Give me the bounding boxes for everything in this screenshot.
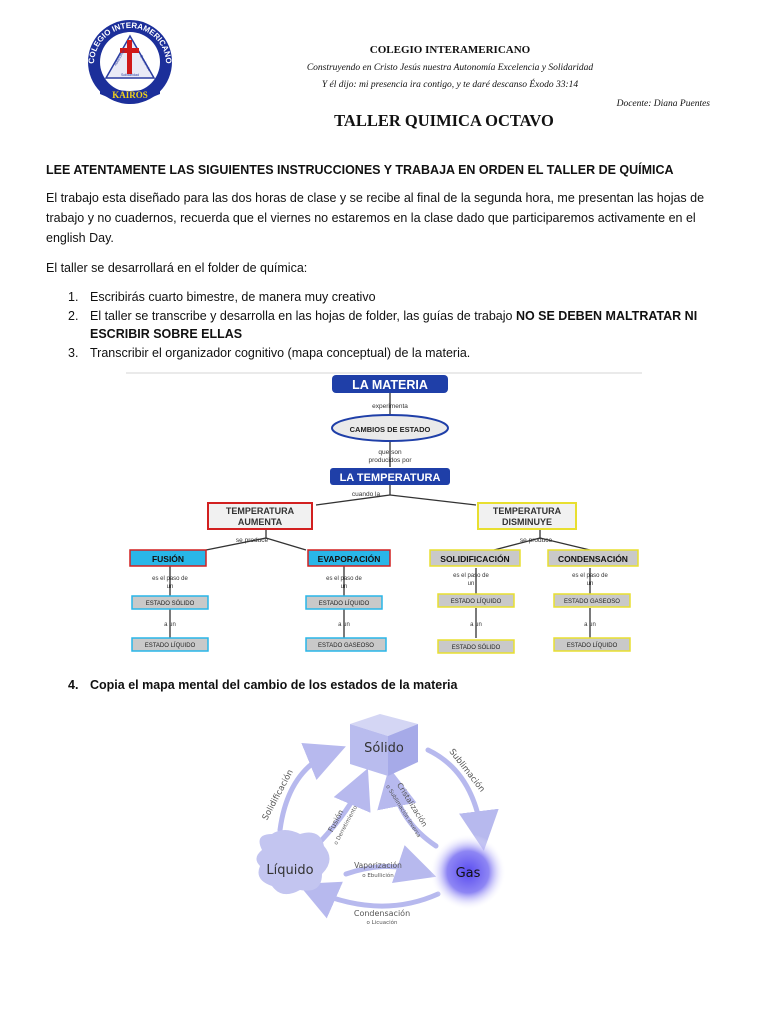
link-se-produce-left: se produce <box>236 537 269 544</box>
node-temperatura-disminuye-line2: DISMINUYE <box>502 517 552 527</box>
node-estado-solido: ESTADO SÓLIDO <box>146 600 195 607</box>
node-fusion: FUSIÓN <box>152 553 184 564</box>
link-un: un <box>167 584 174 590</box>
instructions-list: 1. Escribirás cuarto bimestre, de manera… <box>68 288 718 362</box>
school-logo: COLEGIO INTERAMERICANO Autonomía Excelen… <box>87 20 173 104</box>
instructions-heading: LEE ATENTAMENTE LAS SIGUIENTES INSTRUCCI… <box>46 163 674 177</box>
list-item-warning: NO SE DEBEN MALTRATAR NI ESCRIBIR SOBRE … <box>90 308 698 342</box>
node-estado-liquido: ESTADO LÍQUIDO <box>319 600 370 607</box>
logo-banner-text: KAIROS <box>112 90 148 100</box>
process-vaporizacion: Vaporización <box>354 861 402 870</box>
school-verse: Y él dijo: mi presencia ira contigo, y t… <box>321 80 579 90</box>
paragraph-work-description: El trabajo esta diseñado para las dos ho… <box>46 191 705 245</box>
list-item: 2. El taller se transcribe y desarrolla … <box>68 307 718 344</box>
node-estado-liquido: ESTADO LÍQUIDO <box>567 642 618 649</box>
node-la-materia: LA MATERIA <box>352 378 428 392</box>
link-experimenta: experimenta <box>372 403 408 410</box>
state-solid-label: Sólido <box>364 741 404 756</box>
node-cambios-de-estado: CAMBIOS DE ESTADO <box>350 425 431 434</box>
node-estado-solido: ESTADO SÓLIDO <box>452 644 501 651</box>
teacher-name: Docente: Diana Puentes <box>616 99 710 109</box>
node-temperatura-aumenta-line1: TEMPERATURA <box>226 506 295 516</box>
node-estado-gaseoso: ESTADO GASEOSO <box>318 643 374 649</box>
process-vaporizacion-sub: o Ebullición <box>362 872 394 879</box>
link-a-un: a un <box>338 622 350 628</box>
link-se-produce-right: se produce <box>520 537 553 544</box>
link-paso-de: es el paso de <box>453 573 489 579</box>
instructions-list-continued: 4. Copia el mapa mental del cambio de lo… <box>68 676 718 695</box>
process-condensacion-sub: o Licuación <box>367 919 399 926</box>
list-item-text: Copia el mapa mental del cambio de los e… <box>90 678 458 692</box>
list-item: 1. Escribirás cuarto bimestre, de manera… <box>68 288 718 307</box>
state-gas-label: Gas <box>456 866 481 881</box>
node-estado-liquido: ESTADO LÍQUIDO <box>451 598 502 605</box>
node-estado-liquido: ESTADO LÍQUIDO <box>145 642 196 649</box>
node-temperatura-aumenta-line2: AUMENTA <box>238 517 283 527</box>
state-liquid-label: Líquido <box>266 863 313 878</box>
list-item-text: Transcribir el organizador cognitivo (ma… <box>90 345 471 360</box>
link-un: un <box>587 581 594 587</box>
node-estado-gaseoso: ESTADO GASEOSO <box>564 599 620 605</box>
process-condensacion: Condensación <box>354 908 410 918</box>
list-item: 4. Copia el mapa mental del cambio de lo… <box>68 676 718 695</box>
list-item-number: 1. <box>68 290 79 304</box>
node-condensacion: CONDENSACIÓN <box>558 553 628 564</box>
link-un: un <box>341 584 348 590</box>
list-item-text: El taller se transcribe y desarrolla en … <box>90 308 516 323</box>
matter-concept-map: LA MATERIA experimenta CAMBIOS DE ESTADO… <box>126 370 642 664</box>
paragraph-folder: El taller se desarrollará en el folder d… <box>46 261 308 275</box>
link-un: un <box>468 581 475 587</box>
list-item: 3. Transcribir el organizador cognitivo … <box>68 344 718 363</box>
states-of-matter-cycle: Sólido Líquido Gas Solidificación Sublim… <box>256 714 506 926</box>
link-a-un: a un <box>470 622 482 628</box>
logo-inner-bottom: Solidaridad <box>121 73 139 77</box>
link-a-un: a un <box>584 622 596 628</box>
link-a-un: a un <box>164 622 176 628</box>
link-cuando-la: cuando la <box>352 491 381 498</box>
node-solidificacion: SOLIDIFICACIÓN <box>440 553 509 564</box>
school-name: COLEGIO INTERAMERICANO <box>369 44 531 56</box>
link-paso-de: es el paso de <box>326 576 362 582</box>
document-title: TALLER QUIMICA OCTAVO <box>334 111 554 130</box>
list-item-text: Escribirás cuarto bimestre, de manera mu… <box>90 290 376 304</box>
list-item-number: 2. <box>68 308 79 323</box>
node-evaporacion: EVAPORACIÓN <box>318 553 381 564</box>
link-que-son: que son <box>378 449 402 456</box>
link-paso-de: es el paso de <box>152 576 188 582</box>
link-producidos-por: producidos por <box>369 457 413 464</box>
list-item-number: 3. <box>68 345 79 360</box>
link-paso-de: es el paso de <box>572 573 608 579</box>
school-motto: Construyendo en Cristo Jesús nuestra Aut… <box>306 63 594 73</box>
node-temperatura-disminuye-line1: TEMPERATURA <box>493 506 562 516</box>
node-la-temperatura: LA TEMPERATURA <box>340 472 441 484</box>
list-item-number: 4. <box>68 678 79 692</box>
